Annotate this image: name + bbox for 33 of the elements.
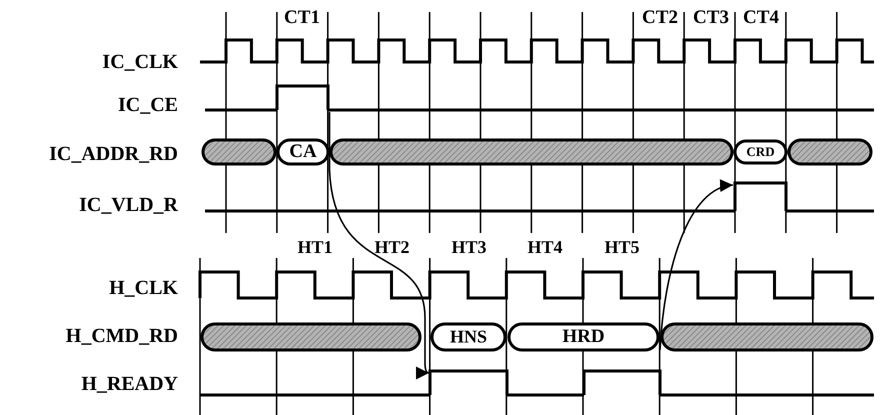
cycle-label: CT3 bbox=[693, 8, 729, 26]
bus-value: CRD bbox=[746, 145, 775, 158]
signal-name: H_CLK bbox=[109, 278, 178, 298]
bus-segment bbox=[662, 324, 872, 350]
bus-segment bbox=[789, 140, 871, 164]
bus-segment bbox=[202, 324, 420, 350]
cycle-label: HT5 bbox=[604, 238, 640, 256]
arrow bbox=[659, 181, 734, 350]
cycle-label: HT3 bbox=[452, 238, 486, 256]
signal-name: IC_VLD_R bbox=[79, 195, 178, 215]
cycle-label: HT2 bbox=[374, 238, 410, 256]
cycle-label: CT1 bbox=[284, 8, 320, 26]
cycle-label: HT1 bbox=[298, 238, 332, 256]
signal-pulse bbox=[735, 183, 786, 211]
signal-pulse bbox=[584, 371, 660, 395]
signal-pulse bbox=[430, 371, 507, 395]
signal-name: IC_ADDR_RD bbox=[49, 144, 178, 164]
signal-pulse bbox=[277, 86, 328, 110]
bus-value-segment bbox=[509, 324, 658, 350]
signal-name: H_CMD_RD bbox=[66, 326, 178, 346]
bus-value-segment bbox=[278, 140, 328, 164]
cycle-label: CT4 bbox=[743, 8, 779, 26]
bus-value-segment bbox=[735, 141, 786, 163]
bus-segment bbox=[203, 140, 275, 164]
bus-value: HNS bbox=[450, 328, 487, 346]
signal-name: IC_CLK bbox=[102, 52, 178, 72]
bus-segment bbox=[331, 140, 732, 164]
cycle-label: CT2 bbox=[642, 8, 678, 26]
arrow bbox=[328, 112, 430, 378]
bus-value-segment bbox=[432, 324, 505, 350]
signal-name: H_READY bbox=[81, 374, 178, 394]
signal-name: IC_CE bbox=[118, 95, 178, 115]
cycle-label: HT4 bbox=[528, 238, 562, 256]
